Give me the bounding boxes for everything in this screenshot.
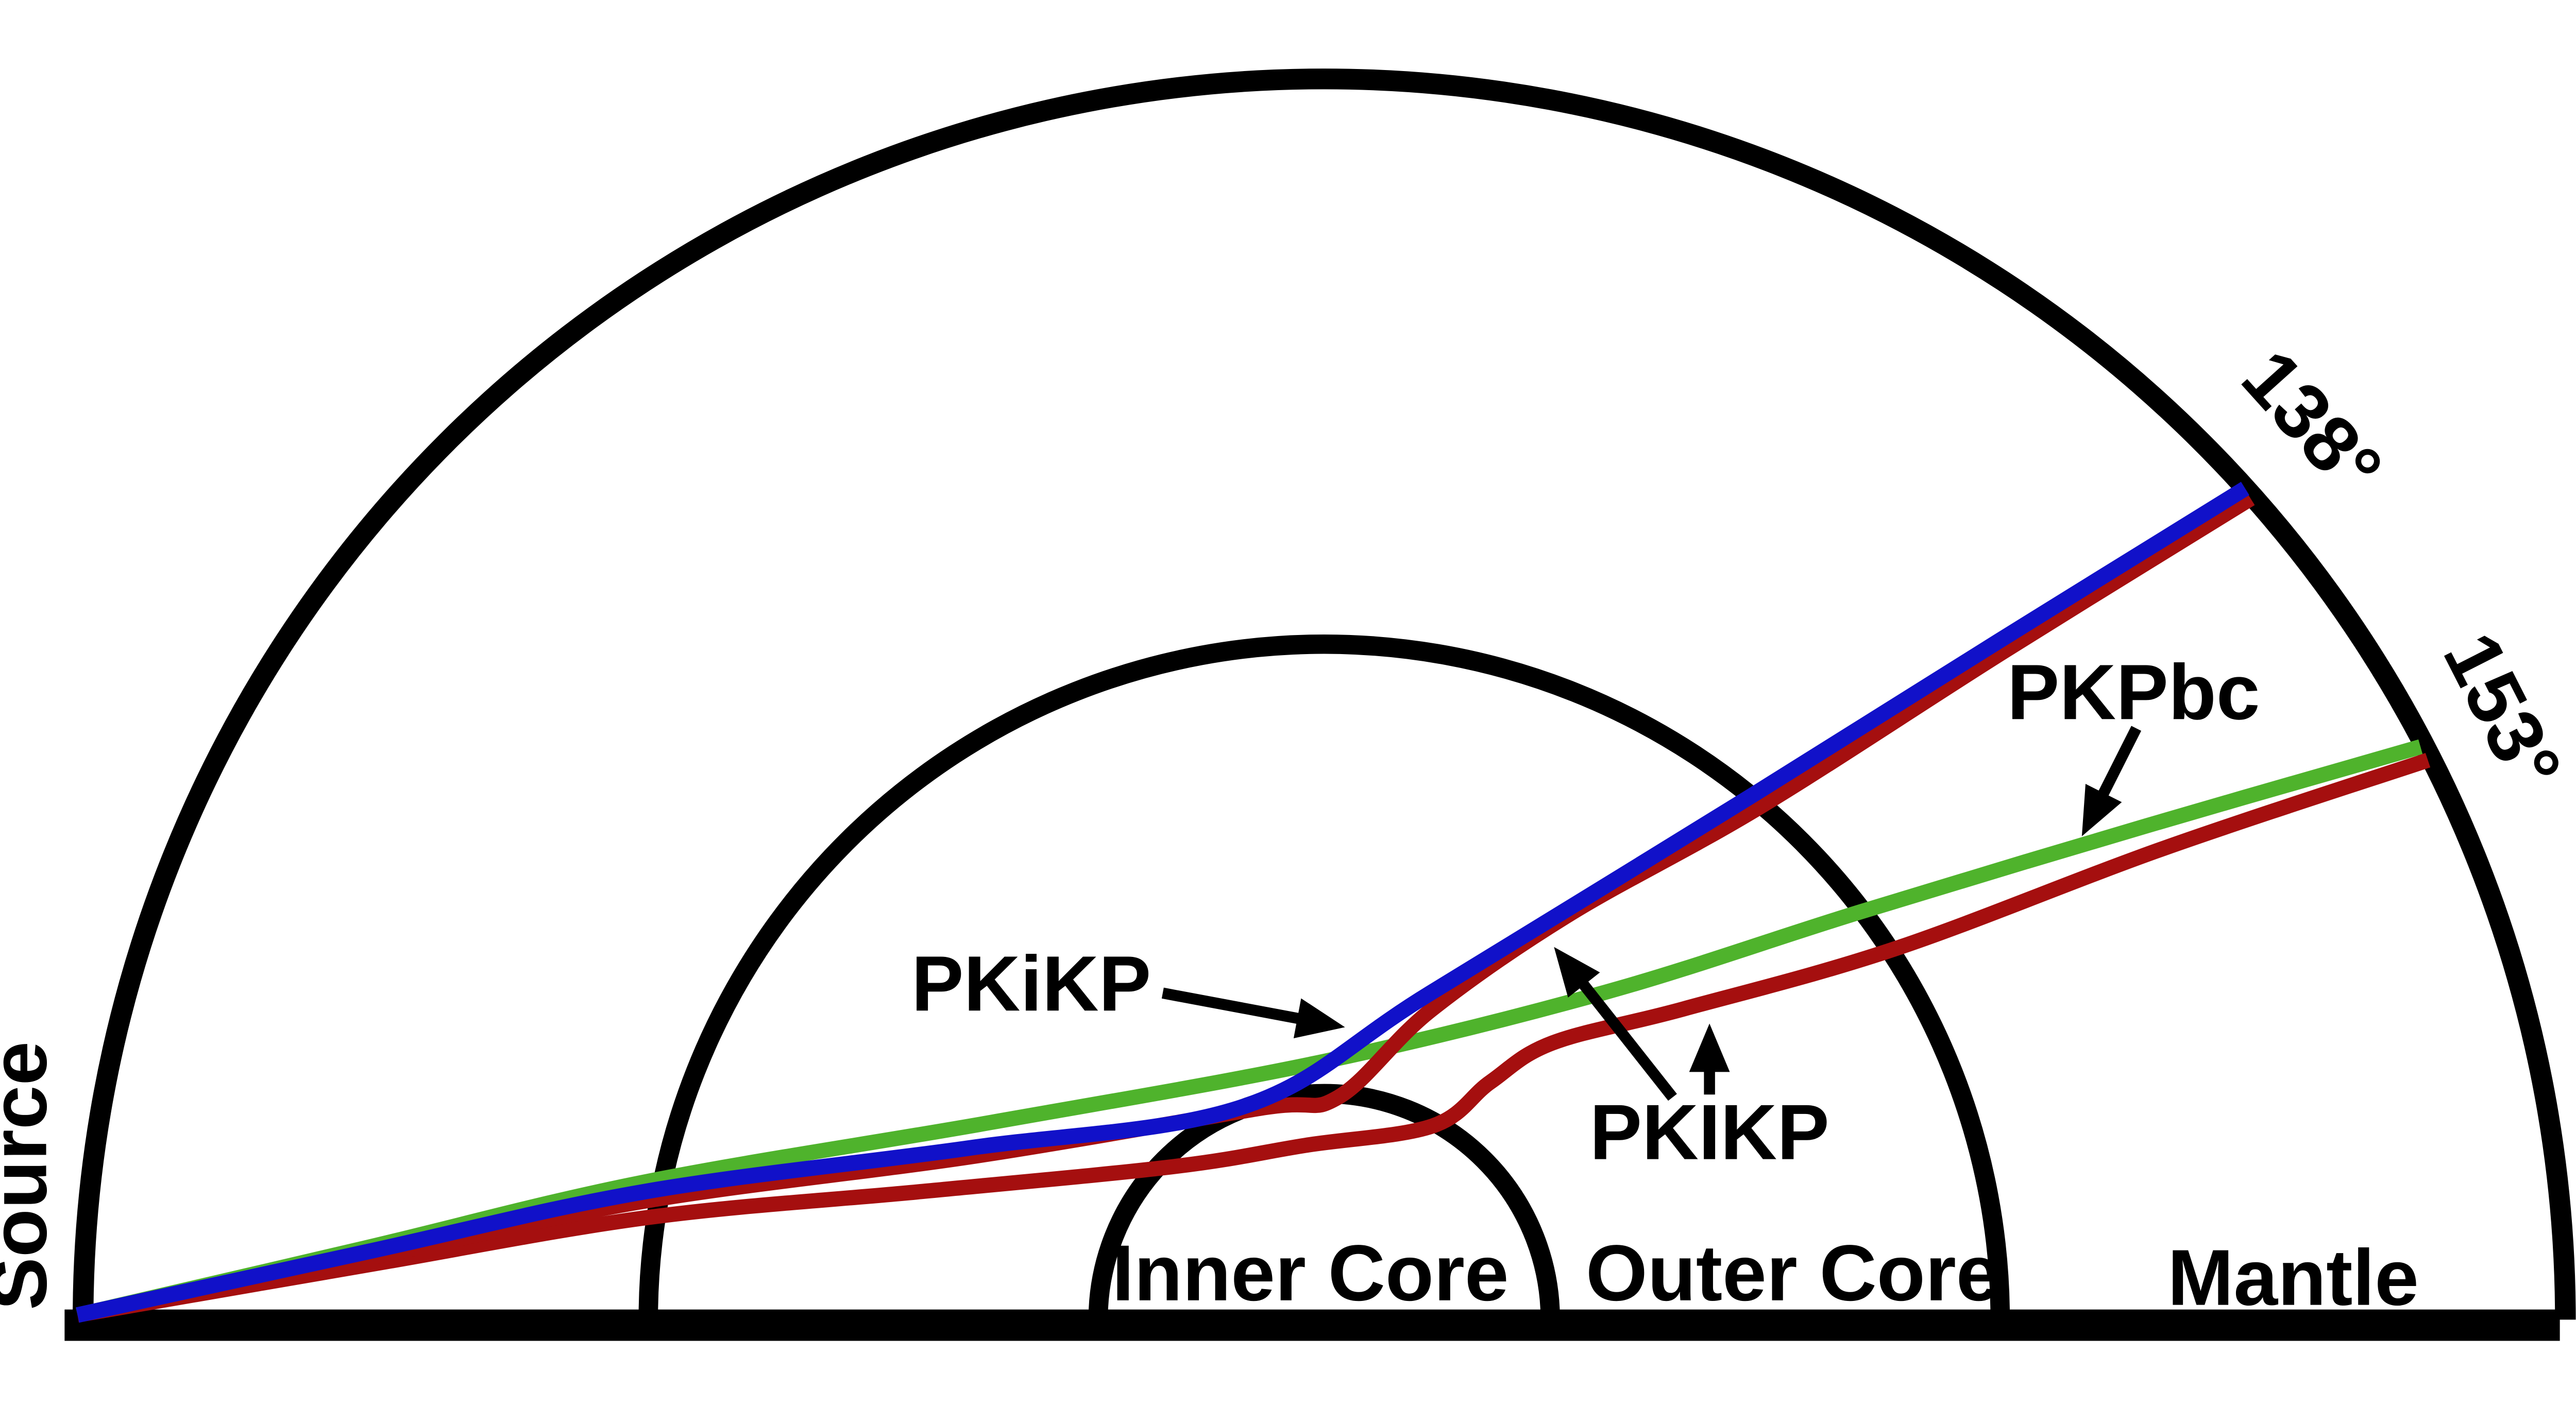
region-label-inner-core: Inner Core <box>1112 1229 1509 1317</box>
surface-arc <box>73 68 2576 1320</box>
core-mantle-boundary-arc <box>638 634 2010 1320</box>
ray-pkikp <box>76 482 2249 1323</box>
ray-pkikp-153 <box>76 752 2431 1323</box>
arrow-shaft <box>1161 987 1308 1026</box>
arrowhead-icon <box>1554 947 1600 998</box>
ray-pkikp-138 <box>76 492 2255 1323</box>
annotation-arrows <box>1161 726 2142 1101</box>
inner-core-boundary-arc <box>1088 1084 1560 1320</box>
region-label-mantle: Mantle <box>2167 1233 2419 1322</box>
phase-label-pkikp: PKiKP <box>911 940 1151 1027</box>
ray-paths <box>76 482 2431 1323</box>
arrowhead-icon <box>2081 784 2122 836</box>
source-label: Source <box>0 1041 63 1310</box>
earth-layers <box>64 68 2576 1341</box>
arrow-shaft <box>2094 726 2142 804</box>
arrow-shaft <box>1573 974 1677 1101</box>
phase-label-pkikp: PKIKP <box>1589 1089 1829 1176</box>
annotation-arrow-pkpbc <box>2081 726 2142 836</box>
arrowhead-icon <box>1293 998 1345 1038</box>
arrowhead-icon <box>1689 1023 1730 1072</box>
phase-label-pkpbc: PKPbc <box>2007 648 2260 736</box>
region-label-outer-core: Outer Core <box>1586 1229 2000 1317</box>
annotation-arrow-pkikp-lower <box>1689 1023 1730 1095</box>
annotation-arrow-pkikp-upper <box>1554 947 1677 1101</box>
annotation-arrow-pkikp <box>1161 987 1345 1038</box>
